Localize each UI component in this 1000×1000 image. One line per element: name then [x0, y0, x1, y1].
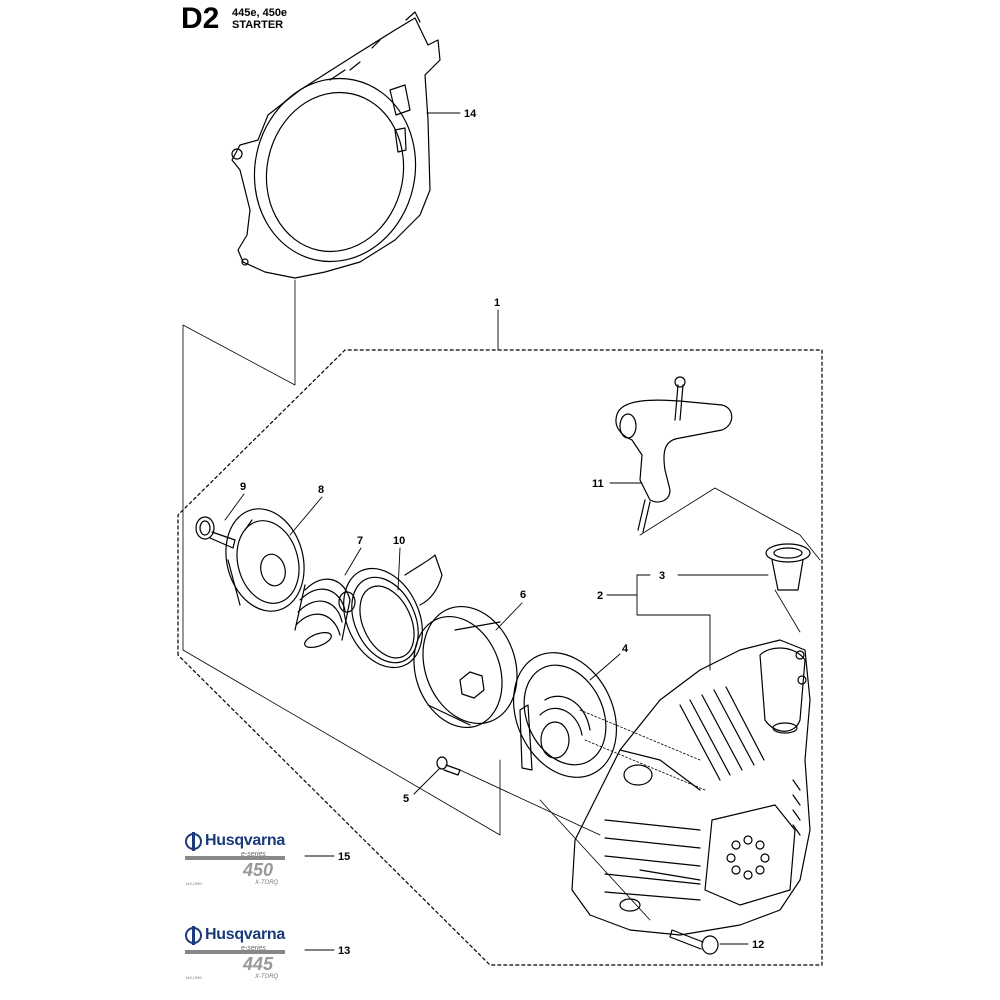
- part-6-rope-pulley: [413, 605, 518, 729]
- part-7-coil-spring: [294, 578, 356, 648]
- callout-14: 14: [464, 108, 477, 120]
- housing-vents-upper: [679, 686, 765, 781]
- husqvarna-logo-icon: [185, 926, 202, 945]
- decal-445: Husqvarna e-series 445 145,1990 X-TORQ: [183, 926, 293, 986]
- housing-hole-ring: [726, 835, 770, 880]
- decal-brand: Husqvarna: [205, 832, 285, 849]
- decal-fine-print: 145,1990: [185, 975, 202, 980]
- callout-12: 12: [752, 939, 764, 951]
- housing-vents-lower: [604, 819, 701, 901]
- callout-13: 13: [338, 945, 350, 957]
- decal-fine-print: 145,1990: [185, 881, 202, 886]
- part-4-spring-cassette: [512, 652, 618, 778]
- callout-4: 4: [622, 643, 629, 655]
- callout-1: 1: [494, 297, 500, 309]
- part-3-rope-guide: [765, 543, 811, 591]
- decal-series: e-series: [241, 851, 266, 858]
- callout-3: 3: [659, 570, 665, 582]
- callout-6: 6: [520, 589, 526, 601]
- diagram-title: STARTER: [232, 19, 284, 31]
- part-5-screw: [436, 756, 461, 776]
- callout-9: 9: [240, 481, 246, 493]
- diagram-code: D2: [181, 2, 220, 35]
- decal-450: Husqvarna e-series 450 145,1990 X-TORQ: [183, 832, 293, 892]
- callout-5: 5: [403, 793, 409, 805]
- part-2-starter-housing: [571, 639, 811, 936]
- callout-8: 8: [318, 484, 324, 496]
- decal-xtorq: X-TORQ: [255, 974, 279, 980]
- callout-10: 10: [393, 535, 405, 547]
- part-14-fan-housing: [231, 11, 441, 279]
- callout-leaders: [224, 112, 769, 951]
- decal-stripe: [185, 856, 285, 860]
- decal-xtorq: X-TORQ: [255, 880, 279, 886]
- part-8-pulley-hub: [225, 508, 305, 612]
- decal-stripe: [185, 950, 285, 954]
- callout-7: 7: [357, 535, 363, 547]
- part-12-screw: [669, 929, 719, 955]
- decal-series: e-series: [241, 945, 266, 952]
- assembly-1-boundary: [177, 349, 823, 966]
- decal-brand: Husqvarna: [205, 926, 285, 943]
- part-9-screw: [195, 516, 236, 549]
- callout-2: 2: [597, 590, 603, 602]
- callout-11: 11: [592, 478, 604, 490]
- decal-model: 445: [243, 954, 274, 974]
- model-list: 445e, 450e: [232, 7, 288, 19]
- husqvarna-logo-icon: [185, 832, 202, 851]
- part-10-starter-cord: [343, 554, 443, 669]
- decal-model: 450: [243, 860, 274, 880]
- part-11-starter-handle: [615, 376, 733, 533]
- callout-15: 15: [338, 851, 350, 863]
